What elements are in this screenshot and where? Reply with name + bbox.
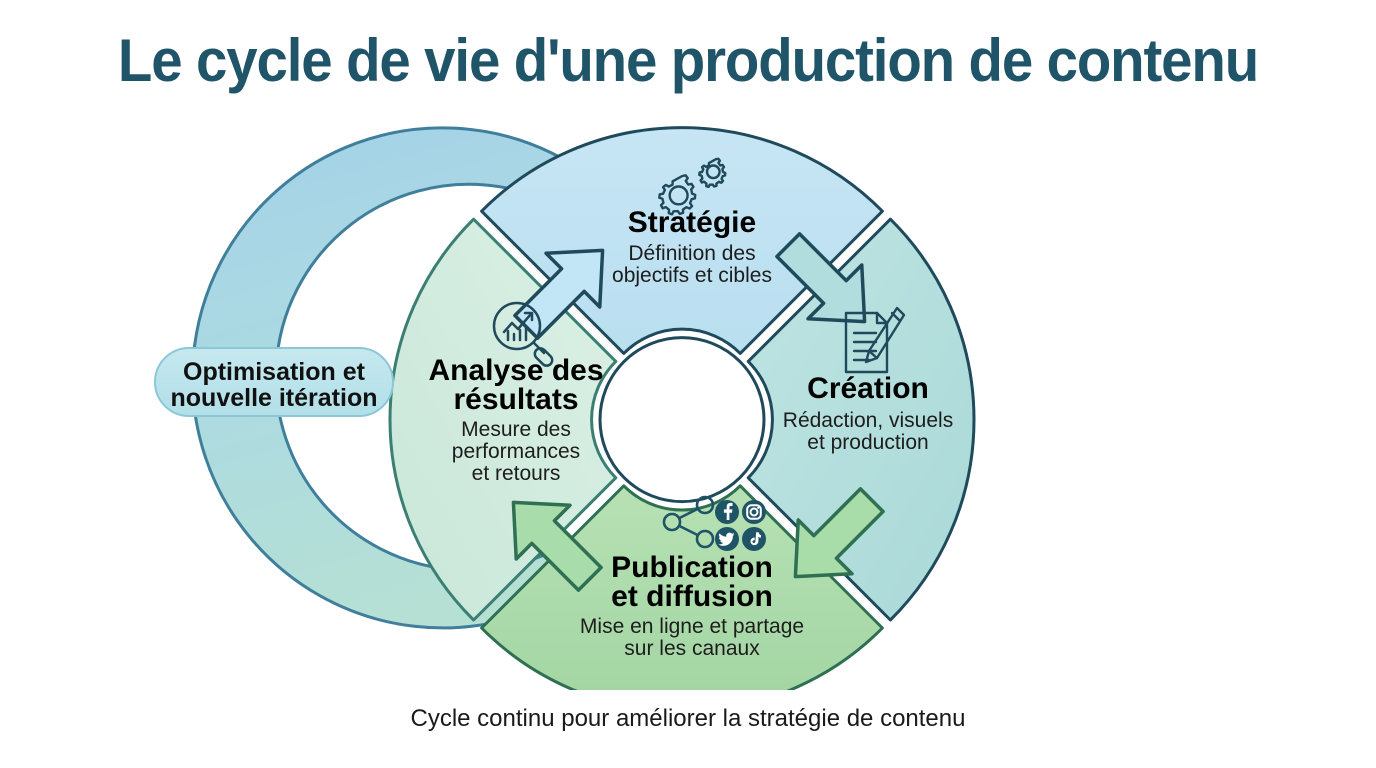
facebook-icon — [715, 500, 739, 524]
connector-arrow-publication-to-analyse — [511, 500, 603, 592]
connector-arrow-strategie-to-creation — [775, 232, 867, 324]
segment-analyse-subtitle-3: et retours — [472, 462, 561, 485]
segment-strategie-text: Stratégie Définition des objectifs et ci… — [612, 206, 772, 287]
segment-publication-title-2: et diffusion — [611, 580, 773, 613]
segment-publication-title-1: Publication — [611, 551, 773, 584]
diagram-caption: Cycle continu pour améliorer la stratégi… — [410, 705, 966, 732]
segment-strategie-title: Stratégie — [628, 206, 756, 239]
segment-publication-subtitle-1: Mise en ligne et partage — [580, 615, 804, 638]
center-hub — [598, 336, 766, 504]
gears-icon — [658, 157, 727, 216]
segment-creation-title: Création — [807, 372, 929, 405]
optimisation-pill[interactable]: Optimisation et nouvelle itération — [154, 347, 394, 417]
instagram-icon — [742, 500, 766, 524]
segment-analyse-subtitle-2: performances — [452, 440, 580, 463]
share-social-icon — [662, 495, 766, 551]
segment-strategie-subtitle-2: objectifs et cibles — [612, 264, 772, 287]
segment-analyse-title-1: Analyse des — [428, 354, 603, 387]
optimisation-pill-label-1: Optimisation et — [183, 358, 366, 386]
page-title: Le cycle de vie d'une production de cont… — [117, 27, 1259, 94]
segment-analyse-text: Analyse des résultats Mesure des perform… — [428, 354, 603, 485]
connector-arrow-creation-to-publication — [793, 487, 885, 579]
twitter-icon — [715, 527, 739, 551]
segment-analyse-title-2: résultats — [453, 383, 578, 416]
segment-publication-subtitle-2: sur les canaux — [624, 637, 760, 660]
segment-strategie[interactable] — [480, 126, 884, 355]
segment-analyse-subtitle-1: Mesure des — [461, 418, 571, 441]
optimisation-pill-label-2: nouvelle itération — [171, 384, 378, 412]
cycle-svg: Stratégie Définition des objectifs et ci… — [154, 126, 976, 714]
document-pencil-icon — [844, 306, 906, 374]
segment-creation[interactable] — [746, 217, 976, 622]
magnifier-chart-icon — [492, 301, 554, 367]
content-lifecycle-diagram: Stratégie Définition des objectifs et ci… — [0, 110, 1376, 714]
segment-analyse[interactable] — [388, 217, 618, 622]
segment-creation-subtitle-1: Rédaction, visuels — [783, 409, 953, 432]
segment-creation-subtitle-2: et production — [807, 431, 928, 454]
segment-creation-text: Création Rédaction, visuels et productio… — [783, 372, 953, 454]
tiktok-icon — [742, 527, 766, 551]
segment-strategie-subtitle-1: Définition des — [628, 242, 755, 265]
segment-publication-text: Publication et diffusion Mise en ligne e… — [580, 551, 804, 660]
